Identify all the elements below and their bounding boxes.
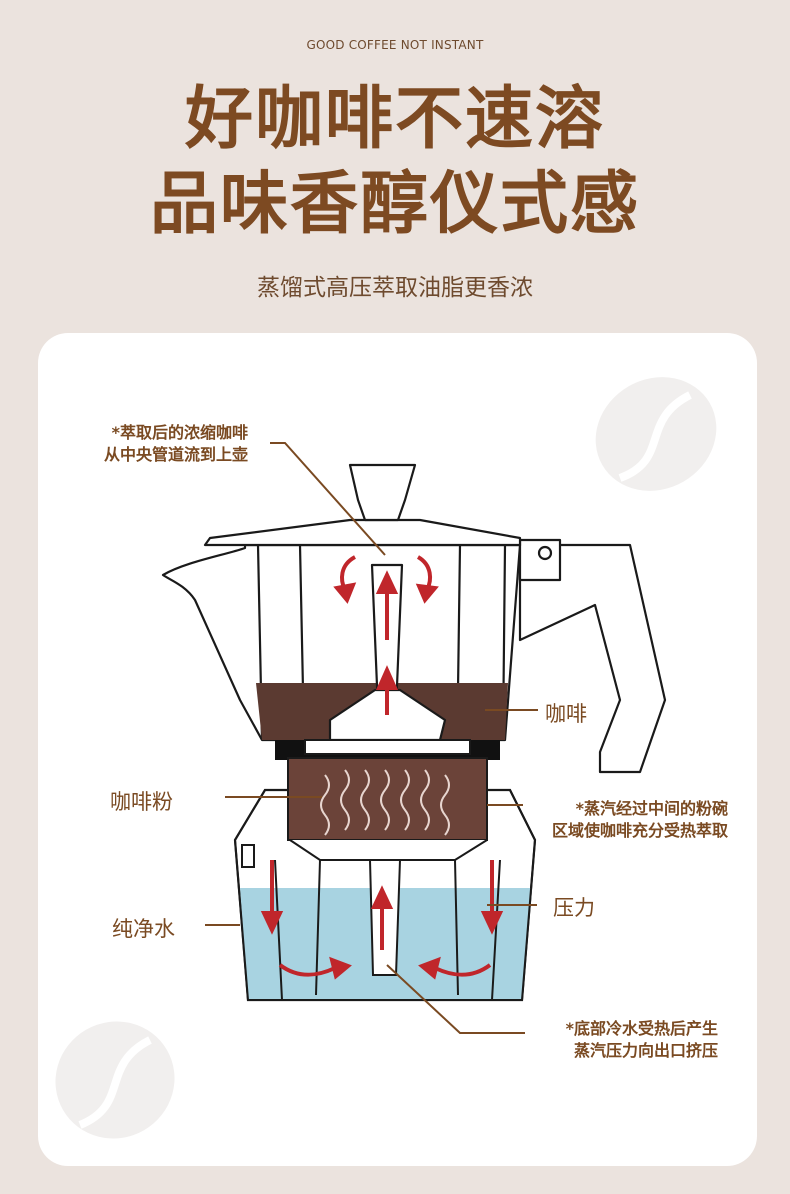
coffee-bean-icon <box>55 1021 175 1139</box>
handle <box>518 543 667 774</box>
note-top-line-1: *萃取后的浓缩咖啡 <box>111 423 248 442</box>
label-pure-water: 纯净水 <box>112 917 175 941</box>
funnel-tube <box>368 859 402 976</box>
label-pressure: 压力 <box>553 896 595 920</box>
note-bottom: *底部冷水受热后产生 蒸汽压力向出口挤压 <box>520 1018 718 1062</box>
headline-line-1: 好咖啡不速溶 <box>184 80 605 159</box>
note-top-line-2: 从中央管道流到上壶 <box>103 445 248 464</box>
note-bottom-line-2: 蒸汽压力向出口挤压 <box>573 1041 718 1060</box>
headline-line-2: 品味香醇仪式感 <box>149 165 640 244</box>
label-coffee: 咖啡 <box>545 702 587 726</box>
note-middle: *蒸汽经过中间的粉碗 区域使咖啡充分受热萃取 <box>500 798 728 842</box>
flow-arrow-icon <box>260 555 504 980</box>
note-middle-line-1: *蒸汽经过中间的粉碗 <box>575 799 728 818</box>
note-bottom-line-1: *底部冷水受热后产生 <box>565 1019 718 1038</box>
note-top: *萃取后的浓缩咖啡 从中央管道流到上壶 <box>40 422 248 466</box>
coffee-bean-icon <box>595 377 717 491</box>
label-coffee-powder: 咖啡粉 <box>110 790 173 814</box>
leader-lines <box>205 442 538 1034</box>
steam-lines <box>320 769 450 836</box>
lid-knob <box>348 463 417 522</box>
tagline: GOOD COFFEE NOT INSTANT <box>306 38 484 52</box>
subtitle: 蒸馏式高压萃取油脂更香浓 <box>257 275 533 301</box>
note-middle-line-2: 区域使咖啡充分受热萃取 <box>551 821 728 840</box>
lid <box>203 518 522 547</box>
